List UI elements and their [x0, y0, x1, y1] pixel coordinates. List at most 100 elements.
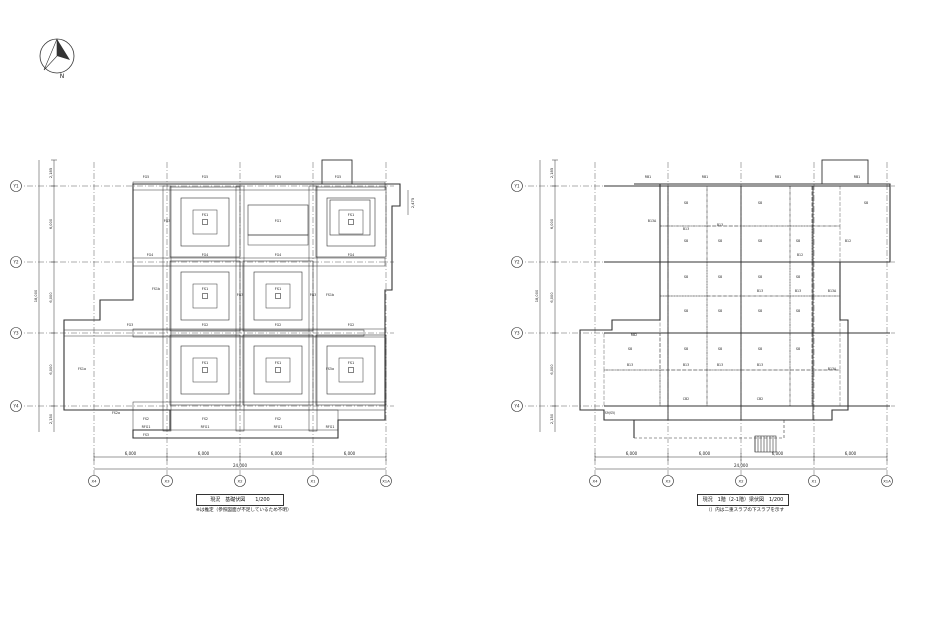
floor2-beam-label: B13 [757, 289, 763, 293]
floor2-beam-label: RB1 [854, 175, 860, 179]
floor2-slab-label: S8 [796, 347, 800, 351]
floor2-stair-outline [754, 435, 777, 453]
floor2-beam-label: B13 [795, 289, 801, 293]
floor2-slab-panel [740, 295, 791, 334]
floor2-vdim-seg: 6,000 [550, 292, 554, 303]
floor2-grid-x-label: X2 [738, 479, 744, 484]
floor2-slab-panel [706, 332, 742, 371]
north-arrow-needle [57, 39, 70, 60]
foundation-grid-x-label: X1A [382, 479, 390, 484]
foundation-grid-x-bubble [234, 475, 246, 487]
floor2-vdim-total: 18,000 [535, 289, 539, 302]
floor2-grid-x-bubble [808, 475, 820, 487]
floor2-beam-label: B13A [648, 219, 657, 223]
foundation-grid-y-label: Y3 [13, 331, 19, 336]
floor2-slab-label: S8 [796, 275, 800, 279]
foundation-footing-label: FS1 [275, 361, 282, 365]
foundation-footing-inner [265, 357, 291, 383]
foundation-dim-bay: 6,000 [271, 451, 283, 456]
foundation-beam-label: FG5 [202, 175, 209, 179]
floor2-balcony [633, 419, 785, 439]
foundation-beam-label: RFG1 [326, 425, 335, 429]
foundation-vdim-seg: 6,000 [49, 218, 53, 229]
floor2-slab-panel [740, 225, 791, 263]
foundation-dim-bay: 6,000 [198, 451, 210, 456]
floor2-slab-panel [789, 185, 813, 227]
foundation-beam-label: FS2 [275, 417, 281, 421]
foundation-beam-label: FS1b [326, 293, 334, 297]
floor2-grid-x-label: X4 [592, 479, 598, 484]
floor2-slab-label: S8 [684, 309, 688, 313]
floor2-dim-bay: 6,000 [845, 451, 857, 456]
foundation-grid-y-bubble [10, 400, 22, 412]
foundation-footing-inner [338, 209, 364, 235]
floor2-beam-label: CB2 [683, 397, 689, 401]
floor2-beam-label: B13 [717, 223, 723, 227]
north-arrow-tail [43, 38, 58, 71]
foundation-column [348, 219, 354, 225]
foundation-footing-inner [192, 357, 218, 383]
foundation-column [202, 367, 208, 373]
floor2-slab-label: S8 [758, 309, 762, 313]
foundation-grid-y-label: Y1 [13, 184, 19, 189]
floor2-beam-label: S9(S5) [605, 411, 616, 415]
foundation-footing-outer [169, 186, 241, 258]
floor2-grid-x-bubble [662, 475, 674, 487]
foundation-footing-label: FS1 [202, 287, 209, 291]
floor2-slab-label: S8 [628, 347, 632, 351]
foundation-dim-bay: 6,000 [344, 451, 356, 456]
floor2-beam-label: B13 [757, 363, 763, 367]
foundation-beam-label: FG1 [275, 219, 282, 223]
foundation-footing-mid [326, 345, 376, 395]
foundation-grid-y-label: Y4 [13, 404, 19, 409]
foundation-grid-y-bubble [10, 256, 22, 268]
floor2-slab-label: S8 [796, 309, 800, 313]
floor2-slab-panel [659, 225, 708, 263]
floor2-note: （）内は二重スラブの下スラブを示す [706, 508, 785, 513]
foundation-column [275, 293, 281, 299]
foundation-vdim-seg: 6,000 [49, 292, 53, 303]
foundation-footing-mid [180, 271, 230, 321]
foundation-column [202, 219, 208, 225]
floor2-beam-label: RB2 [631, 333, 637, 337]
foundation-footing-mid [253, 345, 303, 395]
foundation-footing-mid [326, 197, 376, 247]
foundation-footing-outer [242, 260, 314, 332]
floor2-dim-total: 24,000 [734, 463, 748, 468]
floor2-slab-label: S8 [684, 239, 688, 243]
floor2-slab-panel [706, 261, 742, 297]
foundation-beam-label: FG5 [275, 175, 282, 179]
foundation-footing-outer [242, 334, 314, 406]
foundation-grid-y-bubble [10, 180, 22, 192]
foundation-beam-label: FS2 [143, 417, 149, 421]
floor2-title: 現況 1階（2-1階）梁伏図 1/200 [697, 494, 789, 506]
foundation-column [275, 367, 281, 373]
floor2-slab-panel [740, 261, 791, 297]
floor2-dim-bay: 6,000 [699, 451, 711, 456]
floor2-grid-y-label: Y3 [514, 331, 520, 336]
floor2-grid-y-label: Y4 [514, 404, 520, 409]
floor2-slab-panel [740, 369, 791, 407]
floor2-beam-label: CB2 [757, 397, 763, 401]
foundation-outline [63, 183, 401, 439]
foundation-bottom-strip [132, 409, 339, 431]
foundation-beam-band [132, 257, 386, 267]
foundation-dim-bay: 6,000 [125, 451, 137, 456]
floor2-vdim-seg: 6,000 [550, 364, 554, 375]
floor2-slab-panel [811, 332, 841, 371]
floor2-slab-label: S8 [684, 201, 688, 205]
foundation-footing-inner [192, 209, 218, 235]
floor2-slab-label: S8 [718, 275, 722, 279]
floor2-grid-x-bubble [881, 475, 893, 487]
floor2-beam-label: B13 [683, 227, 689, 231]
foundation-beam-label: RFG1 [201, 425, 210, 429]
floor2-beam-label: B13 [627, 363, 633, 367]
floor2-beam-label: B12 [797, 253, 803, 257]
floor2-vdim-seg: 2,185 [550, 168, 554, 178]
foundation-beam-y3 [63, 329, 365, 337]
foundation-dim-total: 24,000 [233, 463, 247, 468]
floor2-grid-y-bubble [511, 180, 523, 192]
foundation-footing-label: FS1 [202, 361, 209, 365]
